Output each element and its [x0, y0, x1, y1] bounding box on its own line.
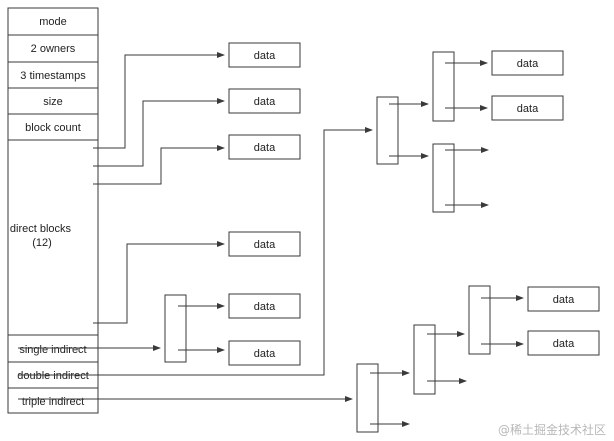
- svg-text:data: data: [254, 96, 276, 108]
- svg-text:data: data: [517, 58, 539, 70]
- data-block: data: [527, 330, 600, 356]
- svg-text:data: data: [553, 294, 575, 306]
- data-blocks: data data data data data data data data …: [228, 42, 600, 366]
- svg-text:data: data: [254, 348, 276, 360]
- field-timestamps: 3 timestamps: [20, 70, 86, 82]
- field-single-indirect: single indirect: [19, 344, 86, 356]
- inode-table: mode 2 owners 3 timestamps size block co…: [7, 7, 99, 414]
- field-owners: 2 owners: [31, 43, 76, 55]
- field-direct-blocks: direct blocks (12): [10, 223, 74, 249]
- direct-pointers: [93, 52, 225, 324]
- field-size: size: [43, 96, 63, 108]
- data-block: data: [228, 42, 301, 68]
- indirect-block: [432, 51, 455, 122]
- indirect-block: [413, 324, 436, 395]
- field-double-indirect: double indirect: [17, 370, 89, 382]
- inode-outline: [7, 7, 99, 414]
- svg-text:data: data: [254, 301, 276, 313]
- triple-indirect-chain: [18, 285, 524, 433]
- indirect-block: [356, 363, 379, 433]
- double-indirect-chain: [18, 51, 489, 376]
- data-block: data: [491, 95, 564, 121]
- svg-text:data: data: [517, 103, 539, 115]
- data-block: data: [228, 88, 301, 114]
- svg-text:data: data: [254, 239, 276, 251]
- data-block: data: [228, 340, 301, 366]
- watermark: @稀土掘金技术社区: [498, 422, 606, 437]
- field-mode: mode: [39, 16, 67, 28]
- indirect-block: [376, 96, 399, 165]
- single-indirect-chain: [18, 294, 225, 363]
- indirect-block: [468, 285, 491, 355]
- indirect-block: [164, 294, 187, 363]
- data-block: data: [527, 286, 600, 312]
- svg-text:data: data: [254, 50, 276, 62]
- data-block: data: [491, 50, 564, 76]
- field-block-count: block count: [25, 122, 81, 134]
- data-block: data: [228, 134, 301, 160]
- indirect-block: [432, 143, 455, 213]
- svg-text:data: data: [254, 142, 276, 154]
- svg-text:data: data: [553, 338, 575, 350]
- data-block: data: [228, 231, 301, 257]
- field-triple-indirect: triple indirect: [22, 396, 84, 408]
- data-block: data: [228, 293, 301, 319]
